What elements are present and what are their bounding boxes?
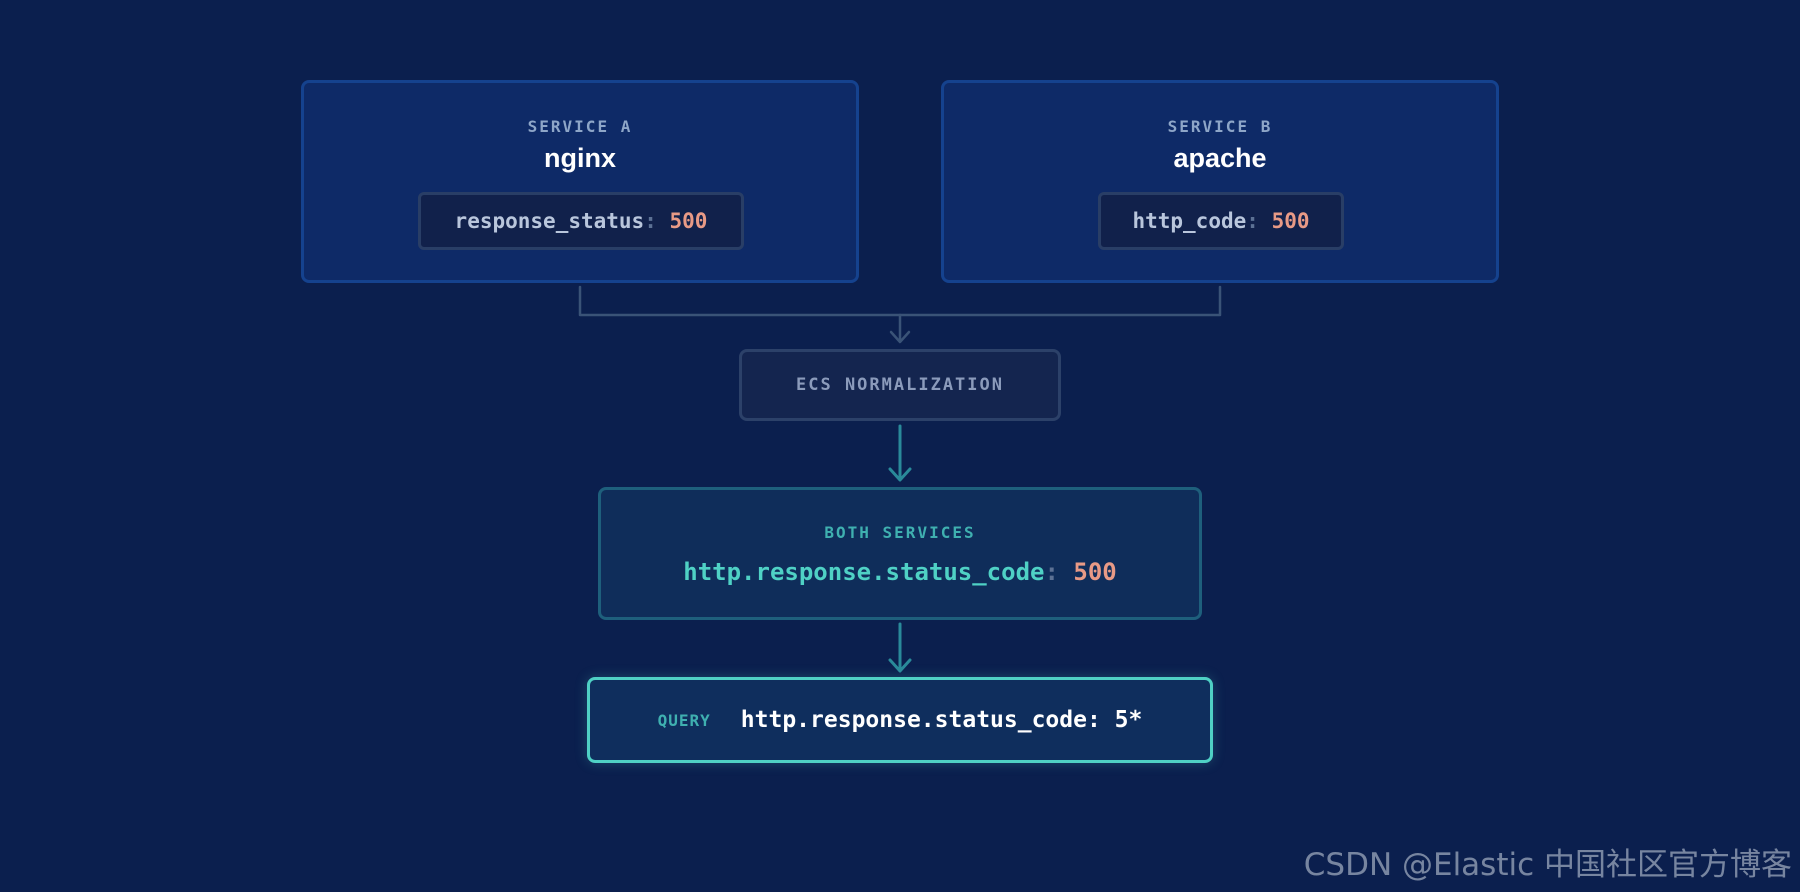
service-a-field-colon: : xyxy=(644,209,657,233)
service-b-field-chip: http_code: 500 xyxy=(1098,192,1344,250)
service-a-field-value: 500 xyxy=(669,209,708,233)
connector-service-a xyxy=(578,285,902,317)
watermark-text: CSDN @Elastic 中国社区官方博客 xyxy=(1303,847,1792,883)
unified-field-key: http.response.status_code xyxy=(683,558,1045,586)
service-b-eyebrow: SERVICE B xyxy=(1167,117,1273,136)
query-label: QUERY xyxy=(657,710,711,730)
service-b-card: SERVICE B apache http_code: 500 xyxy=(941,80,1499,283)
service-b-name: apache xyxy=(1173,143,1267,173)
service-b-field-colon: : xyxy=(1246,209,1259,233)
service-a-field-key: response_status xyxy=(454,209,645,233)
unified-field-colon: : xyxy=(1044,558,1059,586)
query-box: QUERY http.response.status_code: 5* xyxy=(587,677,1213,763)
arrow-to-query xyxy=(888,622,912,673)
unified-field-value: 500 xyxy=(1073,558,1117,586)
service-a-field-chip: response_status: 500 xyxy=(418,192,744,250)
unified-field: http.response.status_code: 500 xyxy=(601,558,1199,586)
service-b-field-value: 500 xyxy=(1271,209,1310,233)
query-text: http.response.status_code: 5* xyxy=(740,707,1143,733)
service-b-field-key: http_code xyxy=(1132,209,1247,233)
connector-service-b xyxy=(898,285,1222,317)
arrow-to-both-services xyxy=(888,424,912,482)
service-a-card: SERVICE A nginx response_status: 500 xyxy=(301,80,859,283)
both-services-card: BOTH SERVICES http.response.status_code:… xyxy=(598,487,1202,620)
service-a-eyebrow: SERVICE A xyxy=(527,117,633,136)
ecs-normalization-label: ECS NORMALIZATION xyxy=(796,375,1004,395)
ecs-normalization-box: ECS NORMALIZATION xyxy=(739,349,1061,421)
arrow-to-normalization xyxy=(889,313,911,344)
both-services-eyebrow: BOTH SERVICES xyxy=(824,523,976,542)
service-a-name: nginx xyxy=(544,143,616,173)
